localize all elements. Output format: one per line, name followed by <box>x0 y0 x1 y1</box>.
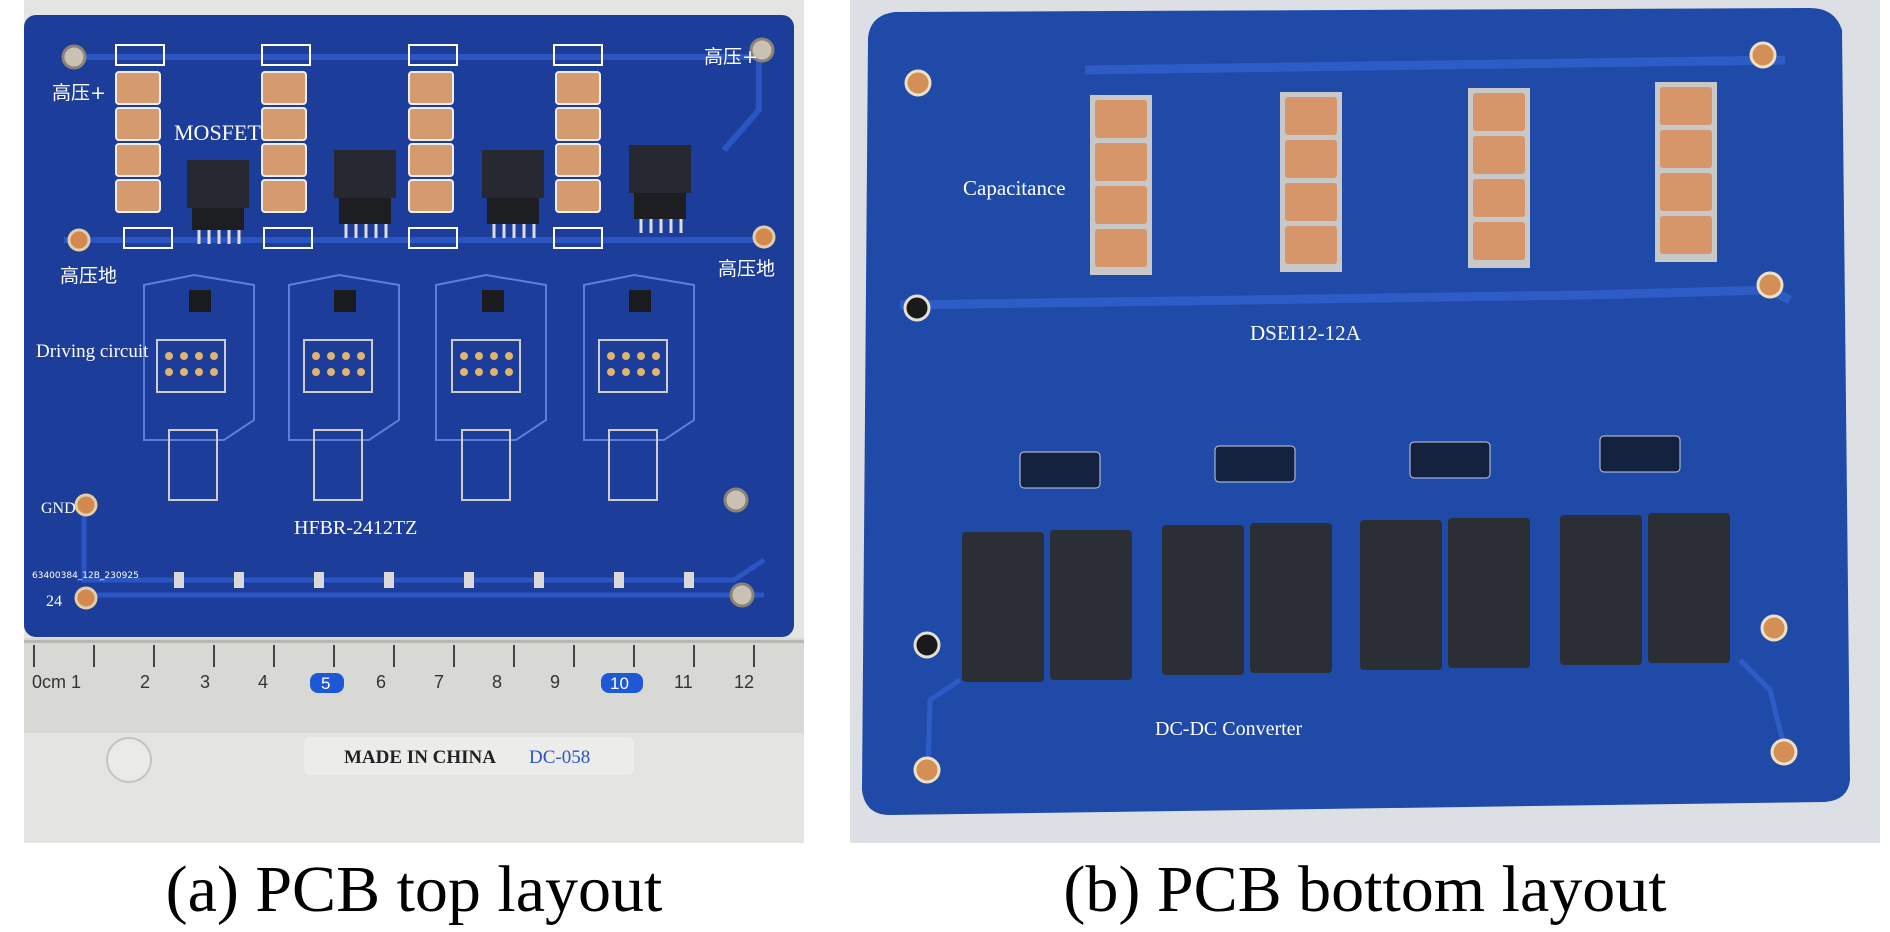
driving-circuit-4 <box>583 273 695 501</box>
converter-label: DC-DC Converter <box>1155 718 1303 740</box>
gnd-pad-icon <box>74 493 98 517</box>
capacitor-column-3 <box>408 44 458 249</box>
ruler-model-label: DC-058 <box>529 747 590 768</box>
ruler-num-0: 0cm 1 <box>32 672 81 692</box>
mosfet-1 <box>187 160 249 244</box>
mosfet-3 <box>482 150 544 238</box>
v24-right-screw-icon <box>729 582 755 608</box>
pcb-bottom-illustration: Capacitance DSEI12-12A DC-DC Converter <box>862 8 1850 815</box>
v24-label: 24 <box>46 593 62 610</box>
gnd-trace <box>81 505 766 583</box>
capacitor-column-4 <box>553 44 603 249</box>
hv-gnd-right-pad-icon <box>752 225 776 249</box>
hv-plus-right-screw-icon <box>749 37 775 63</box>
bottom-hole-icon <box>1756 271 1784 299</box>
bottom-hole-icon <box>903 294 931 322</box>
mosfet-4 <box>629 145 691 233</box>
diode-label: DSEI12-12A <box>1250 321 1362 345</box>
ruler-made-in-label: MADE IN CHINA <box>344 747 496 768</box>
ruler-num-8: 8 <box>492 672 502 692</box>
bottom-capacitor-column-1 <box>1090 95 1152 275</box>
pcb-top-illustration: 高压+ 高压+ 高压地 高压地 MOSFET Driving circuit G… <box>24 15 804 783</box>
bottom-hole-icon <box>1749 41 1777 69</box>
driving-circuit-label: Driving circuit <box>36 341 149 362</box>
capacitor-column-1 <box>115 44 173 249</box>
hfbr-label: HFBR-2412TZ <box>294 517 417 539</box>
driving-circuit-1 <box>143 273 255 501</box>
bottom-hole-icon <box>1760 614 1788 642</box>
bottom-capacitor-column-4 <box>1655 82 1717 262</box>
bottom-hole-icon <box>913 631 941 659</box>
ruler-num-10: 10 <box>610 674 629 693</box>
caption-top-layout: (a) PCB top layout <box>165 853 663 926</box>
bottom-output-trace <box>925 658 1788 768</box>
bottom-hole-icon <box>913 756 941 784</box>
bottom-hole-icon <box>1770 738 1798 766</box>
ruler: 0cm 1 2 3 4 5 6 7 8 9 10 11 12 MADE IN C… <box>24 638 804 783</box>
hv-plus-left-screw-icon <box>61 44 87 70</box>
bottom-trace-parts <box>174 572 694 588</box>
ruler-num-5: 5 <box>321 674 330 693</box>
hv-gnd-left-pad-icon <box>67 228 91 252</box>
ruler-num-4: 4 <box>258 672 268 692</box>
bottom-hole-icon <box>904 69 932 97</box>
bottom-capacitor-column-2 <box>1280 92 1342 272</box>
silk-id-label: 63400384_12B_230925 <box>32 571 139 581</box>
hv-plus-right-label: 高压+ <box>704 46 758 68</box>
dc-dc-converter-modules <box>962 513 1730 682</box>
ruler-num-9: 9 <box>550 672 560 692</box>
caption-bottom-layout: (b) PCB bottom layout <box>1063 853 1667 926</box>
capacitance-label: Capacitance <box>963 176 1066 200</box>
pcb-top-photo: 高压+ 高压+ 高压地 高压地 MOSFET Driving circuit G… <box>24 0 804 843</box>
driving-circuit-2 <box>288 273 400 501</box>
ruler-num-2: 2 <box>140 672 150 692</box>
gnd-label: GND <box>41 500 76 517</box>
bottom-smd-groups <box>1019 435 1681 489</box>
mosfet-label: MOSFET <box>174 120 261 145</box>
ruler-num-3: 3 <box>200 672 210 692</box>
ruler-num-7: 7 <box>434 672 444 692</box>
ruler-num-12: 12 <box>734 672 754 692</box>
hv-gnd-right-label: 高压地 <box>718 258 775 280</box>
hv-plus-trace <box>64 54 762 152</box>
bottom-capacitor-column-3 <box>1468 88 1530 268</box>
hv-gnd-left-label: 高压地 <box>60 265 117 287</box>
mosfet-2 <box>334 150 396 238</box>
gnd-right-screw-icon <box>723 487 749 513</box>
hv-plus-left-label: 高压+ <box>52 82 106 104</box>
driving-circuit-3 <box>435 273 547 501</box>
v24-pad-icon <box>74 586 98 610</box>
capacitor-column-2 <box>261 44 313 249</box>
ruler-num-11: 11 <box>674 672 693 692</box>
ruler-num-6: 6 <box>376 672 386 692</box>
pcb-bottom-photo: Capacitance DSEI12-12A DC-DC Converter <box>850 0 1880 843</box>
